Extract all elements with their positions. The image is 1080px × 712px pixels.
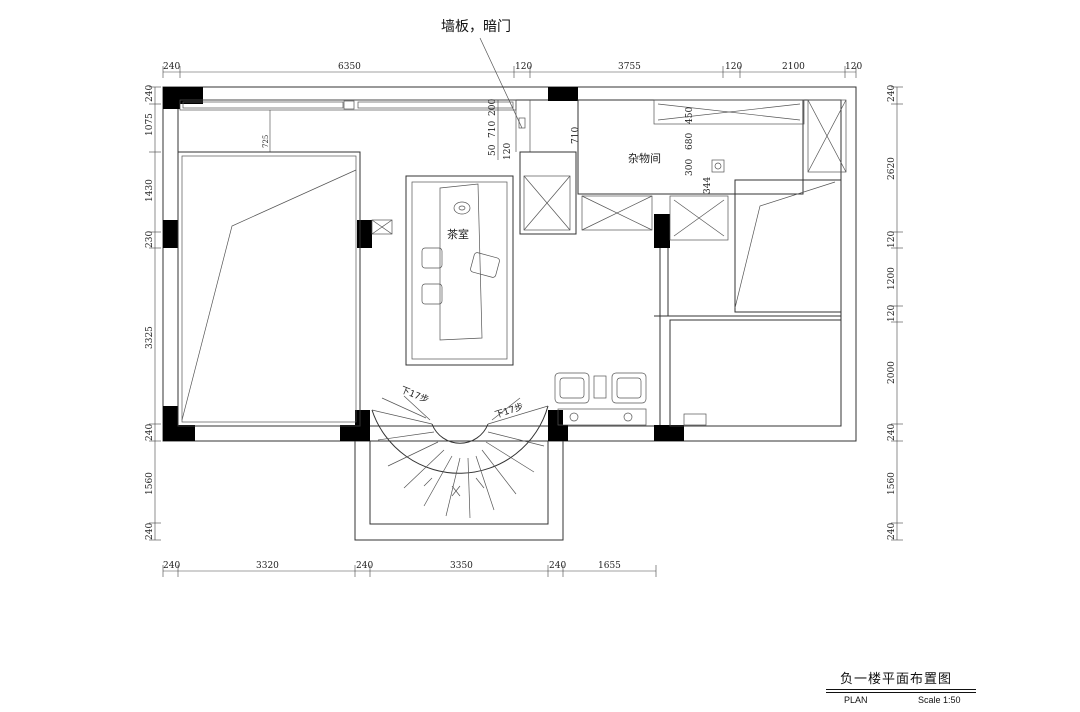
stair-down-left-label: 下17步 (399, 385, 430, 406)
top-dimension-chain: 240 6350 120 3755 120 2100 120 (162, 62, 862, 78)
dim-storage-680: 680 (685, 133, 695, 150)
dim-top-7: 120 (845, 62, 862, 72)
dim-left-1: 240 (145, 85, 155, 102)
console-table (557, 408, 647, 426)
dim-left-4: 230 (145, 231, 155, 248)
dim-left-6: 240 (145, 424, 155, 441)
dim-bottom-5: 240 (549, 561, 566, 571)
lounge-furniture (554, 372, 707, 426)
title-rule-thick (826, 689, 976, 690)
dim-right-3: 120 (887, 231, 897, 248)
tea-tray-icon (453, 201, 471, 215)
drawing-title: 负一楼平面布置图 (840, 672, 953, 687)
dim-bottom-3: 240 (356, 561, 373, 571)
storage-room-label: 杂物间 (628, 151, 661, 165)
dim-top-1: 240 (163, 62, 180, 72)
dim-left-5: 3325 (145, 326, 155, 349)
scale-label: Scale 1:50 (918, 695, 961, 705)
dim-storage-450: 450 (685, 107, 695, 124)
left-room (177, 151, 393, 427)
tea-chair-3 (470, 252, 500, 278)
left-dimension-chain: 240 1075 1430 230 3325 240 1560 240 (145, 85, 161, 541)
inner-vertical-dims: 50 710 200 120 710 (488, 99, 581, 160)
dim-right-7: 240 (887, 424, 897, 441)
tea-room: 茶室 (405, 175, 514, 366)
top-cabinet-strip (179, 99, 531, 152)
dim-right-4: 1200 (887, 267, 897, 290)
dim-right-6: 2000 (887, 361, 897, 384)
storage-area: 杂物间 450 680 300 344 (519, 99, 847, 241)
dim-bottom-2: 3320 (256, 561, 279, 571)
dim-right-5: 120 (887, 305, 897, 322)
title-rule-thin (826, 692, 976, 693)
dim-right-9: 240 (887, 523, 897, 540)
spiral-staircase: 下17步 下17步 (371, 385, 549, 519)
dim-inner-710b: 710 (571, 127, 581, 144)
side-table (593, 375, 607, 399)
tea-table (439, 183, 483, 341)
dim-top-3: 120 (515, 62, 532, 72)
dim-top-2: 6350 (338, 62, 361, 72)
dim-inner-120: 120 (503, 143, 513, 160)
right-dimension-chain: 240 2620 120 1200 120 2000 240 1560 240 (887, 85, 903, 541)
tea-chair-1 (421, 247, 443, 269)
dim-top-6: 2100 (782, 62, 805, 72)
dim-right-8: 1560 (887, 472, 897, 495)
plan-label: PLAN (844, 695, 868, 705)
annotation-leader-line (479, 37, 523, 129)
title-block: 负一楼平面布置图 PLAN Scale 1:50 (826, 668, 976, 708)
bottom-dimension-chain: 240 3320 240 3350 240 1655 (162, 561, 657, 577)
tea-room-label: 茶室 (447, 227, 469, 241)
dim-left-3: 1430 (145, 179, 155, 202)
dim-storage-300: 300 (685, 159, 695, 176)
dim-inner-725: 725 (262, 135, 270, 148)
dim-right-2: 2620 (887, 157, 897, 180)
dim-bottom-6: 1655 (598, 561, 621, 571)
dim-right-1: 240 (887, 85, 897, 102)
dim-top-4: 3755 (618, 62, 641, 72)
dim-inner-710a: 710 (488, 121, 498, 138)
dim-inner-200: 200 (488, 99, 498, 116)
annotation-wall-panel-door: 墙板，暗门 (441, 19, 511, 35)
dim-storage-344: 344 (703, 177, 713, 194)
structural-columns (163, 87, 684, 441)
right-rooms (654, 179, 842, 427)
dim-bottom-1: 240 (163, 561, 180, 571)
dim-left-8: 240 (145, 523, 155, 540)
dim-bottom-4: 3350 (450, 561, 473, 571)
storage-fixture (711, 159, 725, 173)
dim-top-5: 120 (725, 62, 742, 72)
dim-left-2: 1075 (145, 113, 155, 136)
tea-chair-2 (421, 283, 443, 305)
armchair-1 (554, 372, 590, 404)
dim-left-7: 1560 (145, 472, 155, 495)
dim-inner-50: 50 (488, 144, 498, 156)
armchair-2 (611, 372, 647, 404)
